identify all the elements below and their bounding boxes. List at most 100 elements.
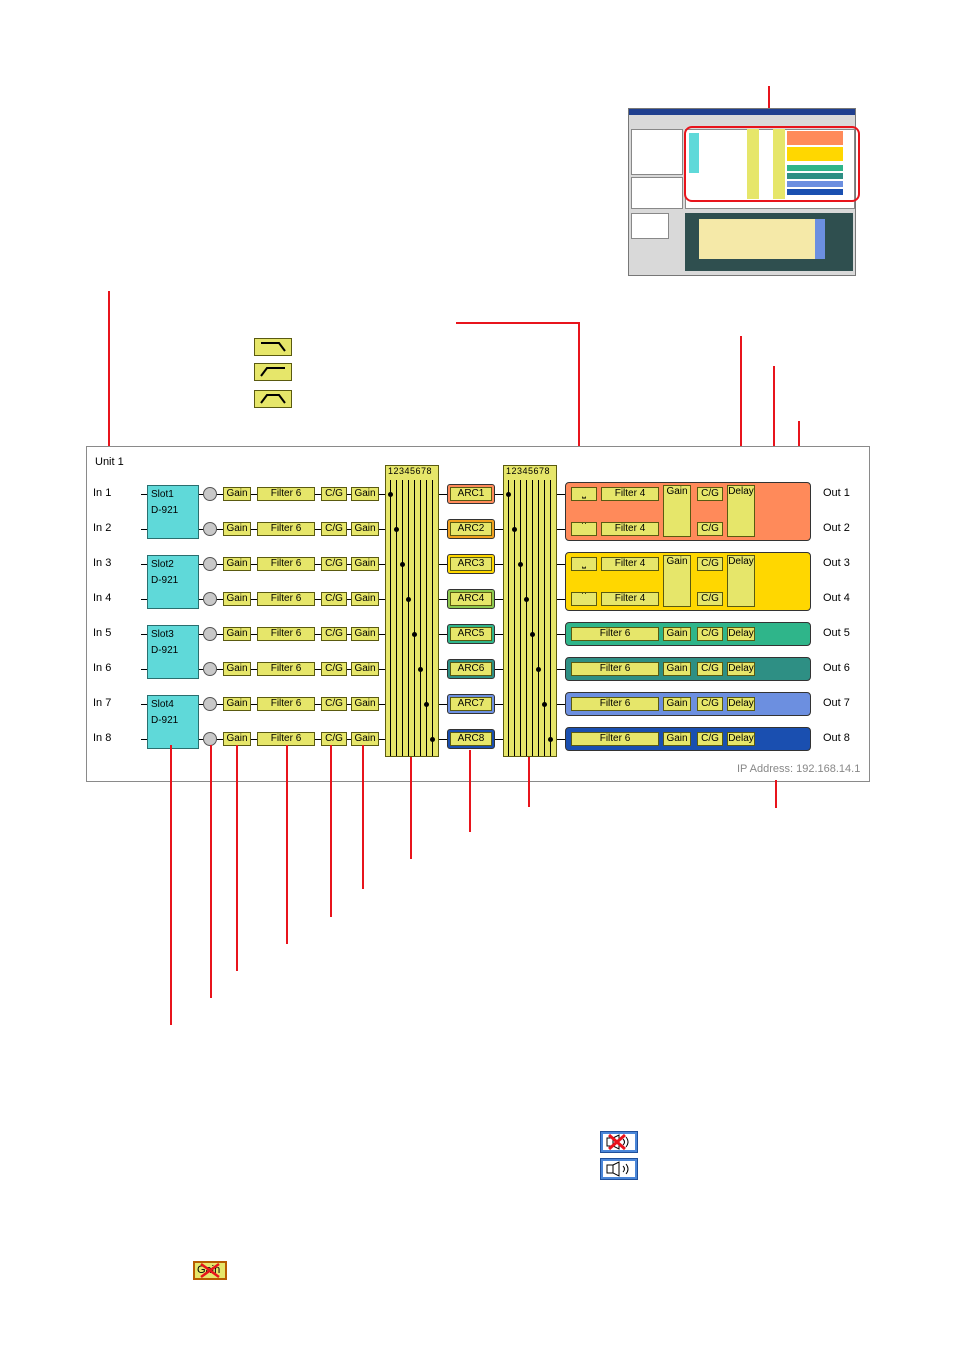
input-gain-block[interactable]: Gain [223,627,251,641]
output-filter-block[interactable]: Filter 6 [571,732,659,746]
output-delay-block[interactable]: Delay [727,697,755,711]
input-gain2-block[interactable]: Gain [351,522,379,536]
matrix-crosspoint[interactable] [412,632,417,637]
input-gain2-block[interactable]: Gain [351,487,379,501]
output-shared-delay-block[interactable]: Delay [727,555,755,607]
output-filter-block[interactable]: Filter 4 [601,522,659,536]
input-gain2-block[interactable]: Gain [351,627,379,641]
input-filter-block[interactable]: Filter 6 [257,522,315,536]
matrix-crosspoint[interactable] [406,597,411,602]
output-cg-block[interactable]: C/G [697,522,723,536]
output-matrix[interactable]: 12345678 [503,465,557,757]
output-filter-block[interactable]: Filter 6 [571,662,659,676]
input-knob-pointer [210,745,212,998]
input-level-knob[interactable] [203,522,217,536]
output-filter-type-block[interactable]: ⎴ [571,522,597,536]
input-gain-block[interactable]: Gain [223,487,251,501]
matrix-crosspoint[interactable] [506,492,511,497]
output-cg-block[interactable]: C/G [697,557,723,571]
input-level-knob[interactable] [203,487,217,501]
input-filter-block[interactable]: Filter 6 [257,487,315,501]
matrix-crosspoint[interactable] [542,702,547,707]
input-gain-block[interactable]: Gain [223,697,251,711]
output-filter-block[interactable]: Filter 6 [571,627,659,641]
input-filter-block[interactable]: Filter 6 [257,627,315,641]
matrix-crosspoint[interactable] [548,737,553,742]
output-filter-type-block[interactable]: ⎵ [571,487,597,501]
output-filter-block[interactable]: Filter 4 [601,557,659,571]
output-delay-block[interactable]: Delay [727,732,755,746]
input-matrix[interactable]: 12345678 [385,465,439,757]
input-filter-block[interactable]: Filter 6 [257,557,315,571]
input-cg-block[interactable]: C/G [321,732,347,746]
output-cg-block[interactable]: C/G [697,627,723,641]
input-filter-block[interactable]: Filter 6 [257,732,315,746]
input-cg-block[interactable]: C/G [321,557,347,571]
arc-block[interactable]: ARC6 [447,659,495,679]
input-gain2-block[interactable]: Gain [351,592,379,606]
output-shared-gain-block[interactable]: Gain [663,555,691,607]
input-level-knob[interactable] [203,732,217,746]
output-filter-block[interactable]: Filter 4 [601,487,659,501]
input-level-knob[interactable] [203,662,217,676]
output-filter-block[interactable]: Filter 6 [571,697,659,711]
output-cg-block[interactable]: C/G [697,732,723,746]
output-delay-block[interactable]: Delay [727,627,755,641]
output-gain-block[interactable]: Gain [663,697,691,711]
input-gain-block[interactable]: Gain [223,732,251,746]
output-cg-block[interactable]: C/G [697,697,723,711]
input-filter-block[interactable]: Filter 6 [257,662,315,676]
output-filter-block[interactable]: Filter 4 [601,592,659,606]
input-filter-block[interactable]: Filter 6 [257,592,315,606]
matrix-crosspoint[interactable] [418,667,423,672]
input-cg-block[interactable]: C/G [321,627,347,641]
arc-block[interactable]: ARC5 [447,624,495,644]
input-gain2-block[interactable]: Gain [351,697,379,711]
input-level-knob[interactable] [203,697,217,711]
input-gain-block[interactable]: Gain [223,557,251,571]
matrix-crosspoint[interactable] [394,527,399,532]
input-filter-block[interactable]: Filter 6 [257,697,315,711]
output-gain-block[interactable]: Gain [663,627,691,641]
matrix-crosspoint[interactable] [530,632,535,637]
input-level-knob[interactable] [203,627,217,641]
output-cg-block[interactable]: C/G [697,662,723,676]
matrix-crosspoint[interactable] [424,702,429,707]
input-cg-block[interactable]: C/G [321,697,347,711]
matrix-crosspoint[interactable] [512,527,517,532]
output-delay-block[interactable]: Delay [727,662,755,676]
output-gain-block[interactable]: Gain [663,662,691,676]
input-gain2-block[interactable]: Gain [351,732,379,746]
matrix-crosspoint[interactable] [430,737,435,742]
output-cg-block[interactable]: C/G [697,592,723,606]
input-gain-block[interactable]: Gain [223,522,251,536]
matrix-crosspoint[interactable] [524,597,529,602]
output-filter-type-block[interactable]: ⎵ [571,557,597,571]
output-shared-gain-block[interactable]: Gain [663,485,691,537]
matrix-crosspoint[interactable] [518,562,523,567]
input-gain-block[interactable]: Gain [223,662,251,676]
input-level-knob[interactable] [203,592,217,606]
arc-block[interactable]: ARC2 [447,519,495,539]
input-level-knob[interactable] [203,557,217,571]
unit-label: Unit 1 [95,456,124,468]
arc-block[interactable]: ARC8 [447,729,495,749]
output-gain-block[interactable]: Gain [663,732,691,746]
output-filter-type-block[interactable]: ⎴ [571,592,597,606]
arc-block[interactable]: ARC3 [447,554,495,574]
input-cg-block[interactable]: C/G [321,522,347,536]
matrix-crosspoint[interactable] [400,562,405,567]
matrix-crosspoint[interactable] [536,667,541,672]
input-cg-block[interactable]: C/G [321,487,347,501]
arc-block[interactable]: ARC1 [447,484,495,504]
input-cg-block[interactable]: C/G [321,592,347,606]
input-gain2-block[interactable]: Gain [351,557,379,571]
matrix-crosspoint[interactable] [388,492,393,497]
input-gain-block[interactable]: Gain [223,592,251,606]
arc-block[interactable]: ARC4 [447,589,495,609]
input-gain2-block[interactable]: Gain [351,662,379,676]
output-cg-block[interactable]: C/G [697,487,723,501]
input-cg-block[interactable]: C/G [321,662,347,676]
output-shared-delay-block[interactable]: Delay [727,485,755,537]
arc-block[interactable]: ARC7 [447,694,495,714]
